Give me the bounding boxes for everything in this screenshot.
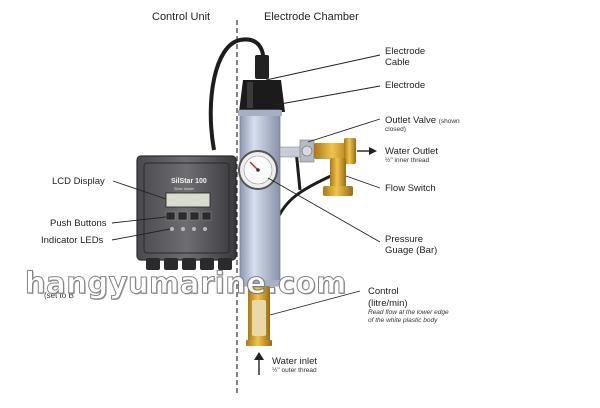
label-lcd-display: LCD Display [52,176,105,187]
water-inlet-arrow [254,352,264,375]
control-unit-header: Control Unit [152,11,211,23]
water-outlet-arrow [357,147,377,155]
flow-meter [246,286,272,346]
flow-switch [323,158,353,196]
device-model-line: Silver Ionizer [174,187,195,191]
pressure-gauge [238,150,278,190]
lcd-screen [165,192,211,208]
push-button-group [165,211,212,221]
label-set-to: (set to B [44,291,74,300]
watermark: hangyumarine.com [25,266,347,301]
leader-lines [111,54,381,316]
indicator-led-group [170,227,207,231]
label-flow-meter: Control (litre/min) Read flow at the low… [368,286,449,324]
water-outlet-fitting [314,138,356,164]
outlet-valve [299,139,315,163]
electrode-chamber-header: Electrode Chamber [264,11,359,23]
label-push-buttons: Push Buttons [50,218,107,229]
control-unit [136,155,237,270]
label-electrode: Electrode [385,80,426,91]
electrode-cable [208,37,266,151]
electrode [239,55,285,112]
label-flow-switch: Flow Switch [385,183,436,194]
label-indicator-leds: Indicator LEDs [41,235,104,246]
device-brand: SilStar 100 [171,178,207,185]
electrode-chamber [239,109,281,287]
label-outlet-valve: Outlet Valve (shown closed) [385,115,460,133]
